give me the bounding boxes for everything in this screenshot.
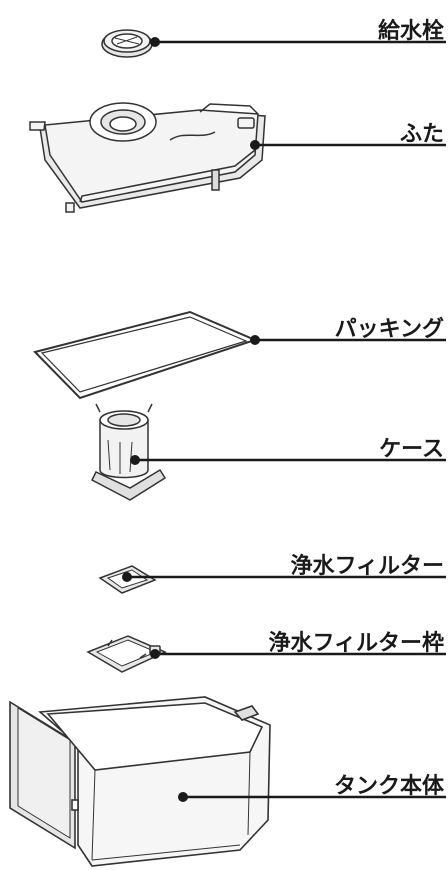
filter-frame-label: 浄水フィルター枠 xyxy=(268,631,444,656)
case-label: ケース xyxy=(379,437,444,462)
water-cap-label: 給水栓 xyxy=(377,19,444,44)
filter-frame-leader xyxy=(150,649,446,659)
filter-leader xyxy=(122,572,446,582)
filter-frame-illustration xyxy=(86,635,167,673)
lid-leader xyxy=(250,140,446,150)
tank-body-illustration xyxy=(9,696,271,867)
case-illustration xyxy=(91,403,167,501)
filter-label: 浄水フィルター xyxy=(290,554,444,579)
case-leader xyxy=(130,455,446,465)
lid-illustration xyxy=(29,102,266,213)
tank-body-leader xyxy=(178,792,446,802)
packing-leader xyxy=(250,335,446,345)
lid-label: ふた xyxy=(399,122,444,147)
water-cap-leader xyxy=(150,37,446,47)
packing-label: パッキング xyxy=(334,317,444,342)
packing-illustration xyxy=(33,310,258,400)
tank-body-label: タンク本体 xyxy=(333,774,444,799)
water-cap-illustration xyxy=(101,29,153,58)
